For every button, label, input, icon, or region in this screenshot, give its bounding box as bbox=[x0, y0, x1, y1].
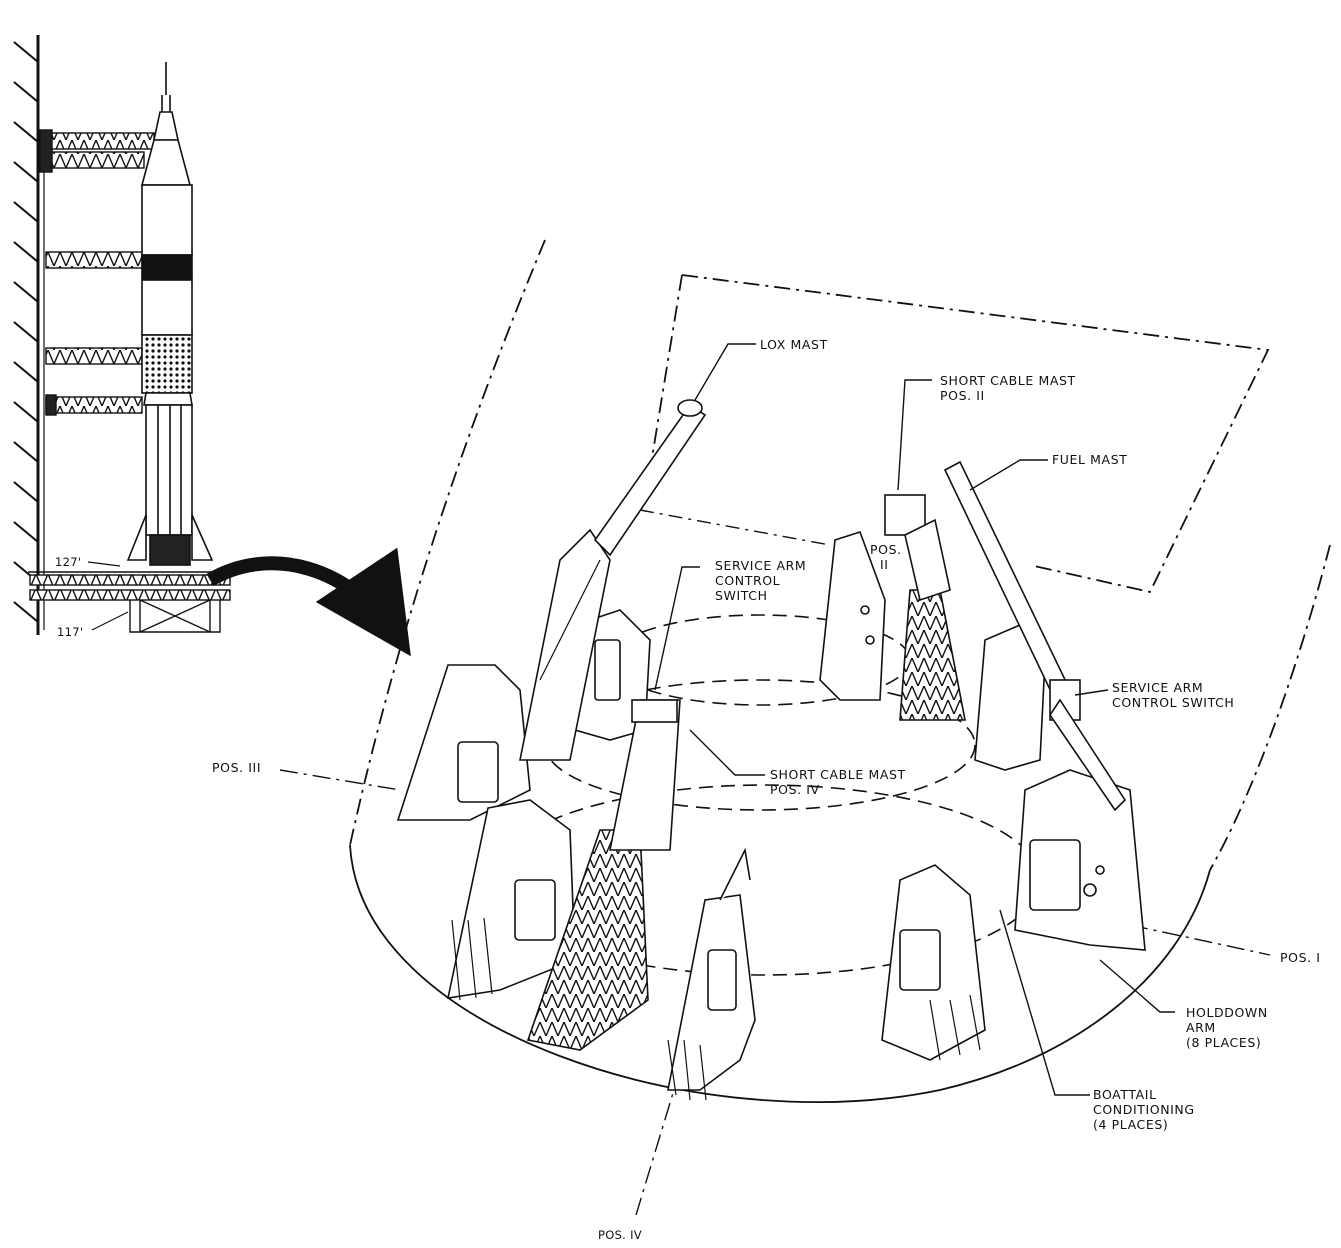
holddown-line1: HOLDDOWN bbox=[1186, 1005, 1268, 1020]
holddown-arm-label: HOLDDOWN ARM (8 PLACES) bbox=[1186, 1005, 1268, 1050]
pos3-label: POS. III bbox=[212, 760, 262, 775]
boattail-line1: BOATTAIL bbox=[1093, 1087, 1157, 1102]
launcher-pedestal bbox=[28, 561, 231, 633]
sacs-left-line2: CONTROL bbox=[715, 573, 781, 588]
sacs-left-line1: SERVICE ARM bbox=[715, 558, 807, 573]
holddown-arm-pos3-b bbox=[446, 799, 576, 1001]
leader-lines bbox=[654, 343, 1175, 1096]
short-cable-mast-pos2-label: SHORT CABLE MAST POS. II bbox=[940, 373, 1076, 403]
holddown-arm-pos1-a bbox=[881, 864, 986, 1061]
boattail-line3: (4 PLACES) bbox=[1093, 1117, 1169, 1132]
sacs-right-line1: SERVICE ARM bbox=[1112, 680, 1204, 695]
sacs-left-line3: SWITCH bbox=[715, 588, 768, 603]
fuel-mast-label: FUEL MAST bbox=[1052, 452, 1128, 467]
holddown-line3: (8 PLACES) bbox=[1186, 1035, 1262, 1050]
service-arms bbox=[39, 129, 155, 416]
sacs-right-line2: CONTROL SWITCH bbox=[1112, 695, 1235, 710]
elevation-117-label: 117' bbox=[57, 625, 84, 639]
fuel-mast-art bbox=[943, 460, 1127, 812]
pos1-label: POS. I bbox=[1280, 950, 1321, 965]
elevation-127-label: 127' bbox=[55, 555, 82, 569]
service-arm-control-switch-left-label: SERVICE ARM CONTROL SWITCH bbox=[715, 558, 806, 603]
boattail-line2: CONDITIONING bbox=[1093, 1102, 1195, 1117]
saturn-vehicle bbox=[126, 62, 214, 566]
short-cable-mast-pos4-art bbox=[526, 699, 681, 1051]
short-cable-mast-pos4-label: SHORT CABLE MAST POS. IV bbox=[770, 767, 906, 797]
holddown-arm-pos4 bbox=[667, 847, 756, 1101]
callout-arrow bbox=[206, 547, 411, 657]
pos2-label: POS. II bbox=[870, 542, 902, 572]
launch-umbilical-tower bbox=[13, 35, 45, 635]
holddown-arm-pos3-a bbox=[396, 664, 531, 821]
pos4-label: POS. IV bbox=[598, 1228, 642, 1242]
short-cable-mast-pos2-line1: SHORT CABLE MAST bbox=[940, 373, 1076, 388]
masts bbox=[519, 399, 1127, 1051]
holddown-arm-pos1-b bbox=[1014, 769, 1146, 951]
short-cable-mast-pos2-art bbox=[884, 494, 966, 721]
holddown-line2: ARM bbox=[1186, 1020, 1216, 1035]
pos2-line1: POS. bbox=[870, 542, 902, 557]
short-cable-mast-pos4-line1: SHORT CABLE MAST bbox=[770, 767, 906, 782]
lox-mast-label: LOX MAST bbox=[760, 337, 828, 352]
boattail-conditioning-label: BOATTAIL CONDITIONING (4 PLACES) bbox=[1093, 1087, 1195, 1132]
lox-mast-art bbox=[519, 399, 707, 761]
service-arm-control-switch-right-label: SERVICE ARM CONTROL SWITCH bbox=[1112, 680, 1234, 710]
pos2-line2: II bbox=[880, 557, 889, 572]
short-cable-mast-pos2-line2: POS. II bbox=[940, 388, 985, 403]
short-cable-mast-pos4-line2: POS. IV bbox=[770, 782, 820, 797]
holddown-arm-pos2 bbox=[819, 531, 886, 701]
